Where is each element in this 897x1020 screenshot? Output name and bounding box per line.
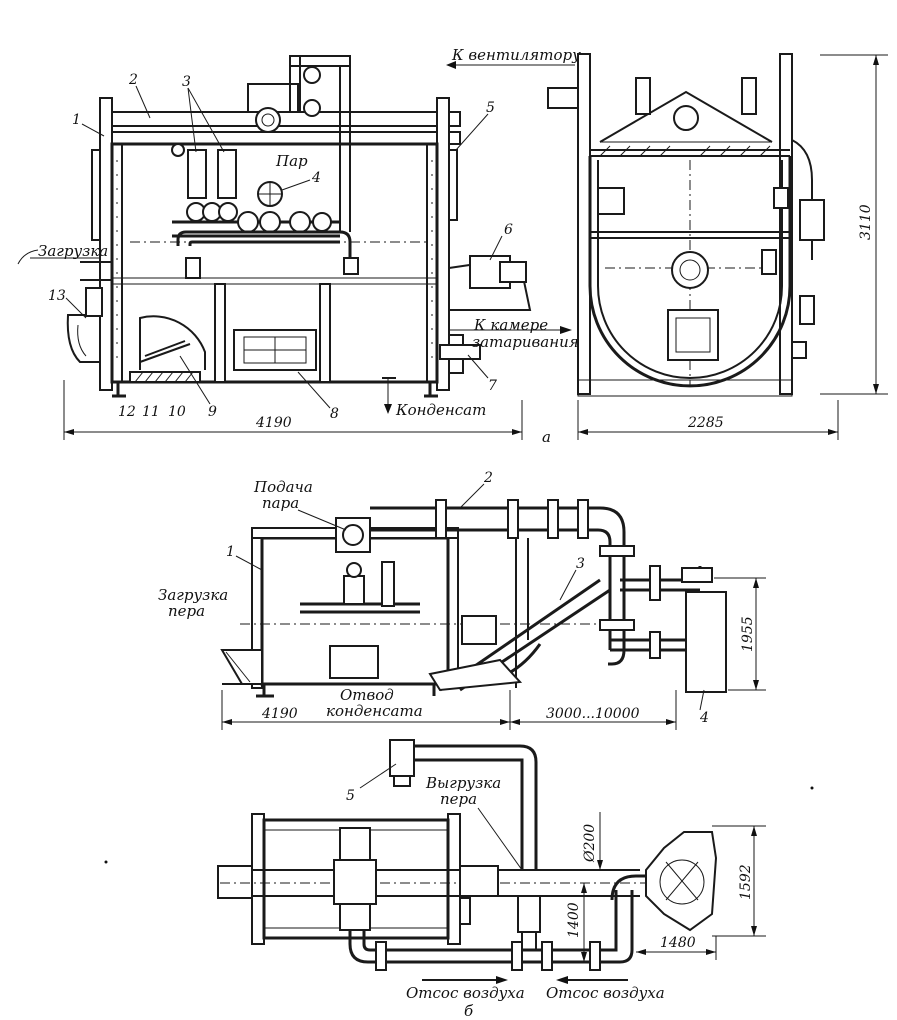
strut [319,283,331,383]
labels-view-b: 1 2 3 4 Подача пара Загрузка пера Отвод … [158,470,709,726]
label-feather-unload-2: пера [440,790,477,808]
view-label-a: а [542,428,551,446]
svg-text:1955: 1955 [740,616,756,652]
svg-text:4190: 4190 [255,415,292,431]
dimension-1400: 1400 [566,883,587,962]
svg-text:3110: 3110 [858,204,874,240]
label-feather-load: Загрузка [158,586,228,604]
svg-text:Ø200: Ø200 [582,824,598,863]
dimension-1955: 1955 [714,577,766,691]
label-drain-2: конденсата [326,702,423,720]
dimension-3110: 3110 [820,54,888,395]
label-feather-unload: Выгрузка [425,774,501,792]
callout-11: 11 [142,404,160,420]
callout-8: 8 [330,406,339,422]
strut [214,283,226,383]
callout-b4: 4 [699,710,709,726]
dimension-2285: 2285 [577,400,839,440]
label-loading: Загрузка [38,242,108,260]
callout-5: 5 [486,100,495,116]
callout-2: 2 [128,72,138,88]
svg-text:1400: 1400 [566,902,582,938]
view-b-plan [217,739,718,971]
callout-12: 12 [118,404,136,420]
dimension-d200: Ø200 [582,812,603,870]
dimension-4190-a: 4190 [63,380,523,440]
label-steam-supply-2: пара [262,494,299,512]
leader-steam [297,509,347,531]
dimension-1592: 1592 [712,825,766,937]
dimension-row-b: 4190 3000...10000 [221,690,677,730]
label-air-suction-1: Отсос воздуха [406,984,525,1002]
callout-b3: 3 [576,556,585,572]
view-a-front [17,55,575,414]
label-packing: затаривания [472,333,579,351]
callout-b1: 1 [226,544,235,560]
label-to-ventilator: К вентилятору [451,46,581,64]
svg-text:2285: 2285 [687,415,724,431]
callout-leaders-a [65,85,503,409]
air-suction-arrows [422,976,628,984]
dimension-1480: 1480 [636,935,717,960]
view-a-side [547,53,825,397]
callout-leader-b5 [359,763,523,871]
svg-text:3000...10000: 3000...10000 [546,706,640,722]
callout-4: 4 [311,170,321,186]
view-label-b: б [464,1002,474,1020]
callout-6: 6 [504,222,513,238]
callout-10: 10 [168,404,186,420]
pipe-flange [255,107,281,133]
view-b-elevation [220,499,727,698]
label-drain: Отвод [340,686,394,704]
callout-b2: 2 [483,470,493,486]
callout-leaders-b [235,483,705,711]
label-feather-load-2: пера [168,602,205,620]
label-steam: Пар [275,152,308,170]
labels-view-a: К вентилятору Пар Загрузка К камере зата… [38,46,581,422]
label-condensate: Конденсат [395,401,486,419]
callout-1: 1 [72,112,81,128]
callout-9: 9 [208,404,217,420]
mixing-blade [139,315,206,370]
svg-text:4190: 4190 [261,706,298,722]
label-steam-supply: Подача [253,478,313,496]
callout-3: 3 [182,74,191,90]
label-air-suction-2: Отсос воздуха [546,984,665,1002]
labels-view-b-plan: 5 Выгрузка пера Отсос воздуха Отсос возд… [346,774,665,1020]
svg-text:1480: 1480 [660,935,696,951]
top-rail-lower [99,131,461,145]
svg-text:1592: 1592 [738,864,754,900]
callout-13: 13 [48,288,66,304]
label-to-chamber: К камере [473,316,548,334]
callout-b5: 5 [346,788,355,804]
callout-7: 7 [488,378,497,394]
loading-chute [66,314,101,363]
